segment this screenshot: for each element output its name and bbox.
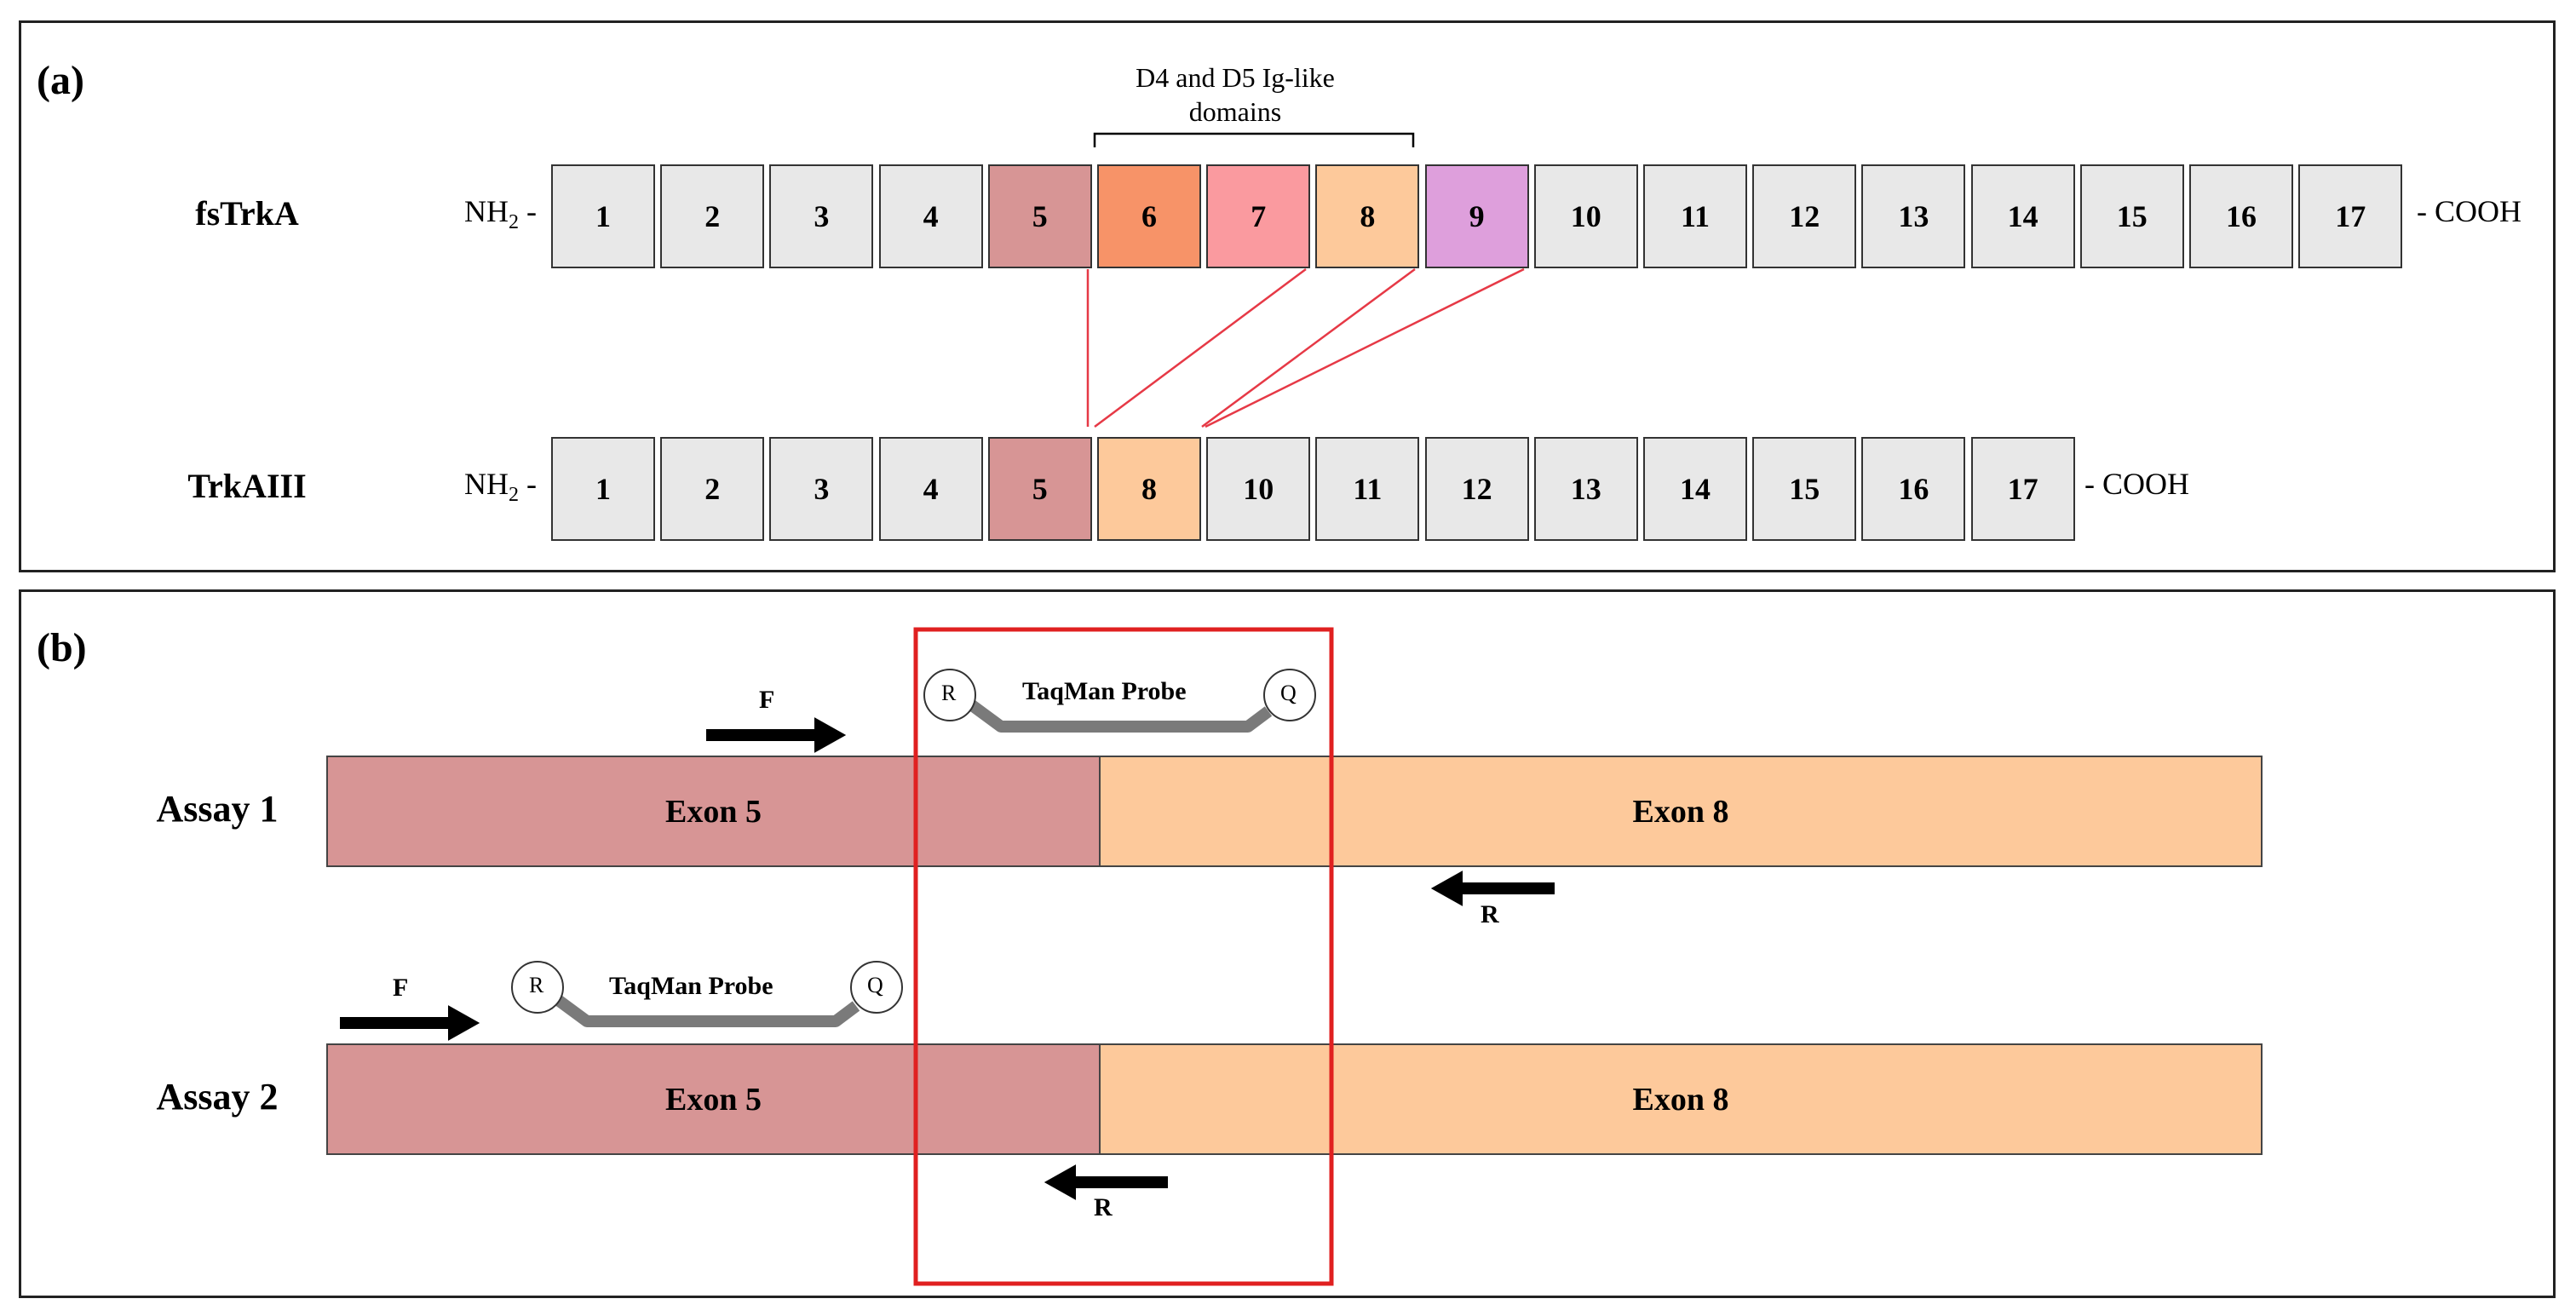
nh2-dash: -	[519, 194, 537, 228]
assay-1-forward-label: F	[759, 686, 775, 714]
nh2-sub: 2	[509, 211, 519, 234]
nh2-text: NH	[464, 194, 509, 228]
fstrka-domain-box-5: 5	[987, 164, 1092, 268]
panel-b: (b) Assay 1 Exon 5 Exon 8 Assay 2 Exon 5…	[19, 589, 2556, 1298]
assay-1-label: Assay 1	[156, 788, 279, 830]
assay-2-quencher-label: Q	[867, 973, 883, 997]
trkaiii-domain-box-8: 8	[1097, 437, 1201, 541]
assay-2-quencher-circle	[850, 961, 903, 1014]
trkaiii-domain-box-11: 11	[1315, 437, 1420, 541]
assay-2-reverse-primer-arrow	[1044, 1164, 1168, 1200]
assay-1-exon-8: Exon 8	[1099, 756, 2263, 867]
fstrka-domain-box-10: 10	[1533, 164, 1638, 268]
trkaiii-domain-box-12: 12	[1424, 437, 1529, 541]
panel-a-label: (a)	[37, 58, 84, 103]
assay-2-reverse-label: R	[1094, 1193, 1113, 1221]
nh2-text: NH	[464, 467, 509, 501]
splice-connector-lines	[1086, 267, 1525, 428]
trkaiii-domain-box-1: 1	[551, 437, 655, 541]
assay-1-quencher-label: Q	[1280, 681, 1297, 705]
trkaiii-domain-box-10: 10	[1206, 437, 1311, 541]
trkaiii-domain-box-2: 2	[660, 437, 765, 541]
fstrka-domain-box-14: 14	[1970, 164, 2075, 268]
assay-2-exon-5: Exon 5	[326, 1043, 1101, 1155]
trkaiii-domain-box-4: 4	[878, 437, 983, 541]
trkaiii-domain-box-16: 16	[1861, 437, 1966, 541]
fstrka-domain-box-1: 1	[551, 164, 655, 268]
assay-2-forward-primer-arrow	[340, 1005, 480, 1041]
connector-line-7-end	[1094, 267, 1307, 428]
assay-1-reverse-label: R	[1481, 900, 1499, 928]
assay-1-forward-primer-arrow	[706, 717, 847, 753]
cooh-terminus-fstrka: - COOH	[2417, 194, 2521, 228]
connector-line-9-end	[1205, 267, 1525, 428]
fstrka-domain-box-2: 2	[660, 164, 765, 268]
trkaiii-domain-box-14: 14	[1643, 437, 1747, 541]
fstrka-domain-box-6: 6	[1097, 164, 1201, 268]
panel-a-overlay	[1086, 132, 1525, 428]
cooh-terminus-trkaiii: - COOH	[2084, 467, 2189, 501]
fstrka-domain-box-17: 17	[2298, 164, 2403, 268]
assay-2-forward-label: F	[393, 974, 409, 1002]
assay-1-probe-label: TaqMan Probe	[1022, 677, 1187, 705]
trkaiii-domain-box-17: 17	[1970, 437, 2075, 541]
assay-1-reporter-circle	[923, 669, 976, 721]
domain-annotation: D4 and D5 Ig-like domains	[1136, 62, 1335, 127]
fstrka-domain-box-11: 11	[1643, 164, 1747, 268]
assay-2-probe-label: TaqMan Probe	[609, 972, 773, 1000]
nh2-terminus-fstrka: NH2 -	[464, 193, 537, 234]
connector-line-8-end	[1201, 267, 1416, 428]
nh2-dash: -	[519, 467, 537, 501]
assay-1-reporter-label: R	[941, 681, 957, 705]
panel-b-label: (b)	[37, 625, 87, 670]
nh2-terminus-trkaiii: NH2 -	[464, 466, 537, 507]
assay-2-label: Assay 2	[156, 1076, 279, 1118]
domain-bracket	[1093, 132, 1415, 147]
fstrka-domain-box-16: 16	[2189, 164, 2293, 268]
assay-2-taqman-probe	[511, 961, 903, 1027]
fstrka-domain-box-8: 8	[1315, 164, 1420, 268]
fstrka-domain-box-7: 7	[1206, 164, 1311, 268]
fstrka-domain-box-9: 9	[1424, 164, 1529, 268]
trkaiii-domain-box-13: 13	[1533, 437, 1638, 541]
row-label-fstrka: fsTrkA	[195, 194, 299, 233]
assay-2-reporter-circle	[511, 961, 564, 1014]
fstrka-domain-box-3: 3	[769, 164, 874, 268]
nh2-sub: 2	[509, 484, 519, 507]
fstrka-domain-box-4: 4	[878, 164, 983, 268]
assay-1-taqman-probe	[923, 669, 1316, 733]
row-label-trkaiii: TrkAIII	[187, 467, 307, 505]
trkaiii-domain-box-5: 5	[987, 437, 1092, 541]
panel-b-overlay	[340, 627, 1555, 1286]
trkaiii-domain-box-3: 3	[769, 437, 874, 541]
assay-1-exon-5: Exon 5	[326, 756, 1101, 867]
assay-2-reporter-label: R	[529, 973, 544, 997]
assay-1-quencher-circle	[1263, 669, 1316, 721]
trkaiii-domain-box-15: 15	[1752, 437, 1857, 541]
assay-1-reverse-primer-arrow	[1430, 871, 1555, 906]
assay-2-exon-8: Exon 8	[1099, 1043, 2263, 1155]
fstrka-domain-box-13: 13	[1861, 164, 1966, 268]
fstrka-domain-box-12: 12	[1752, 164, 1857, 268]
exon-junction-frame	[913, 627, 1334, 1286]
panel-a: (a) D4 and D5 Ig-like domains fsTrkA Trk…	[19, 20, 2556, 572]
fstrka-domain-box-15: 15	[2079, 164, 2184, 268]
